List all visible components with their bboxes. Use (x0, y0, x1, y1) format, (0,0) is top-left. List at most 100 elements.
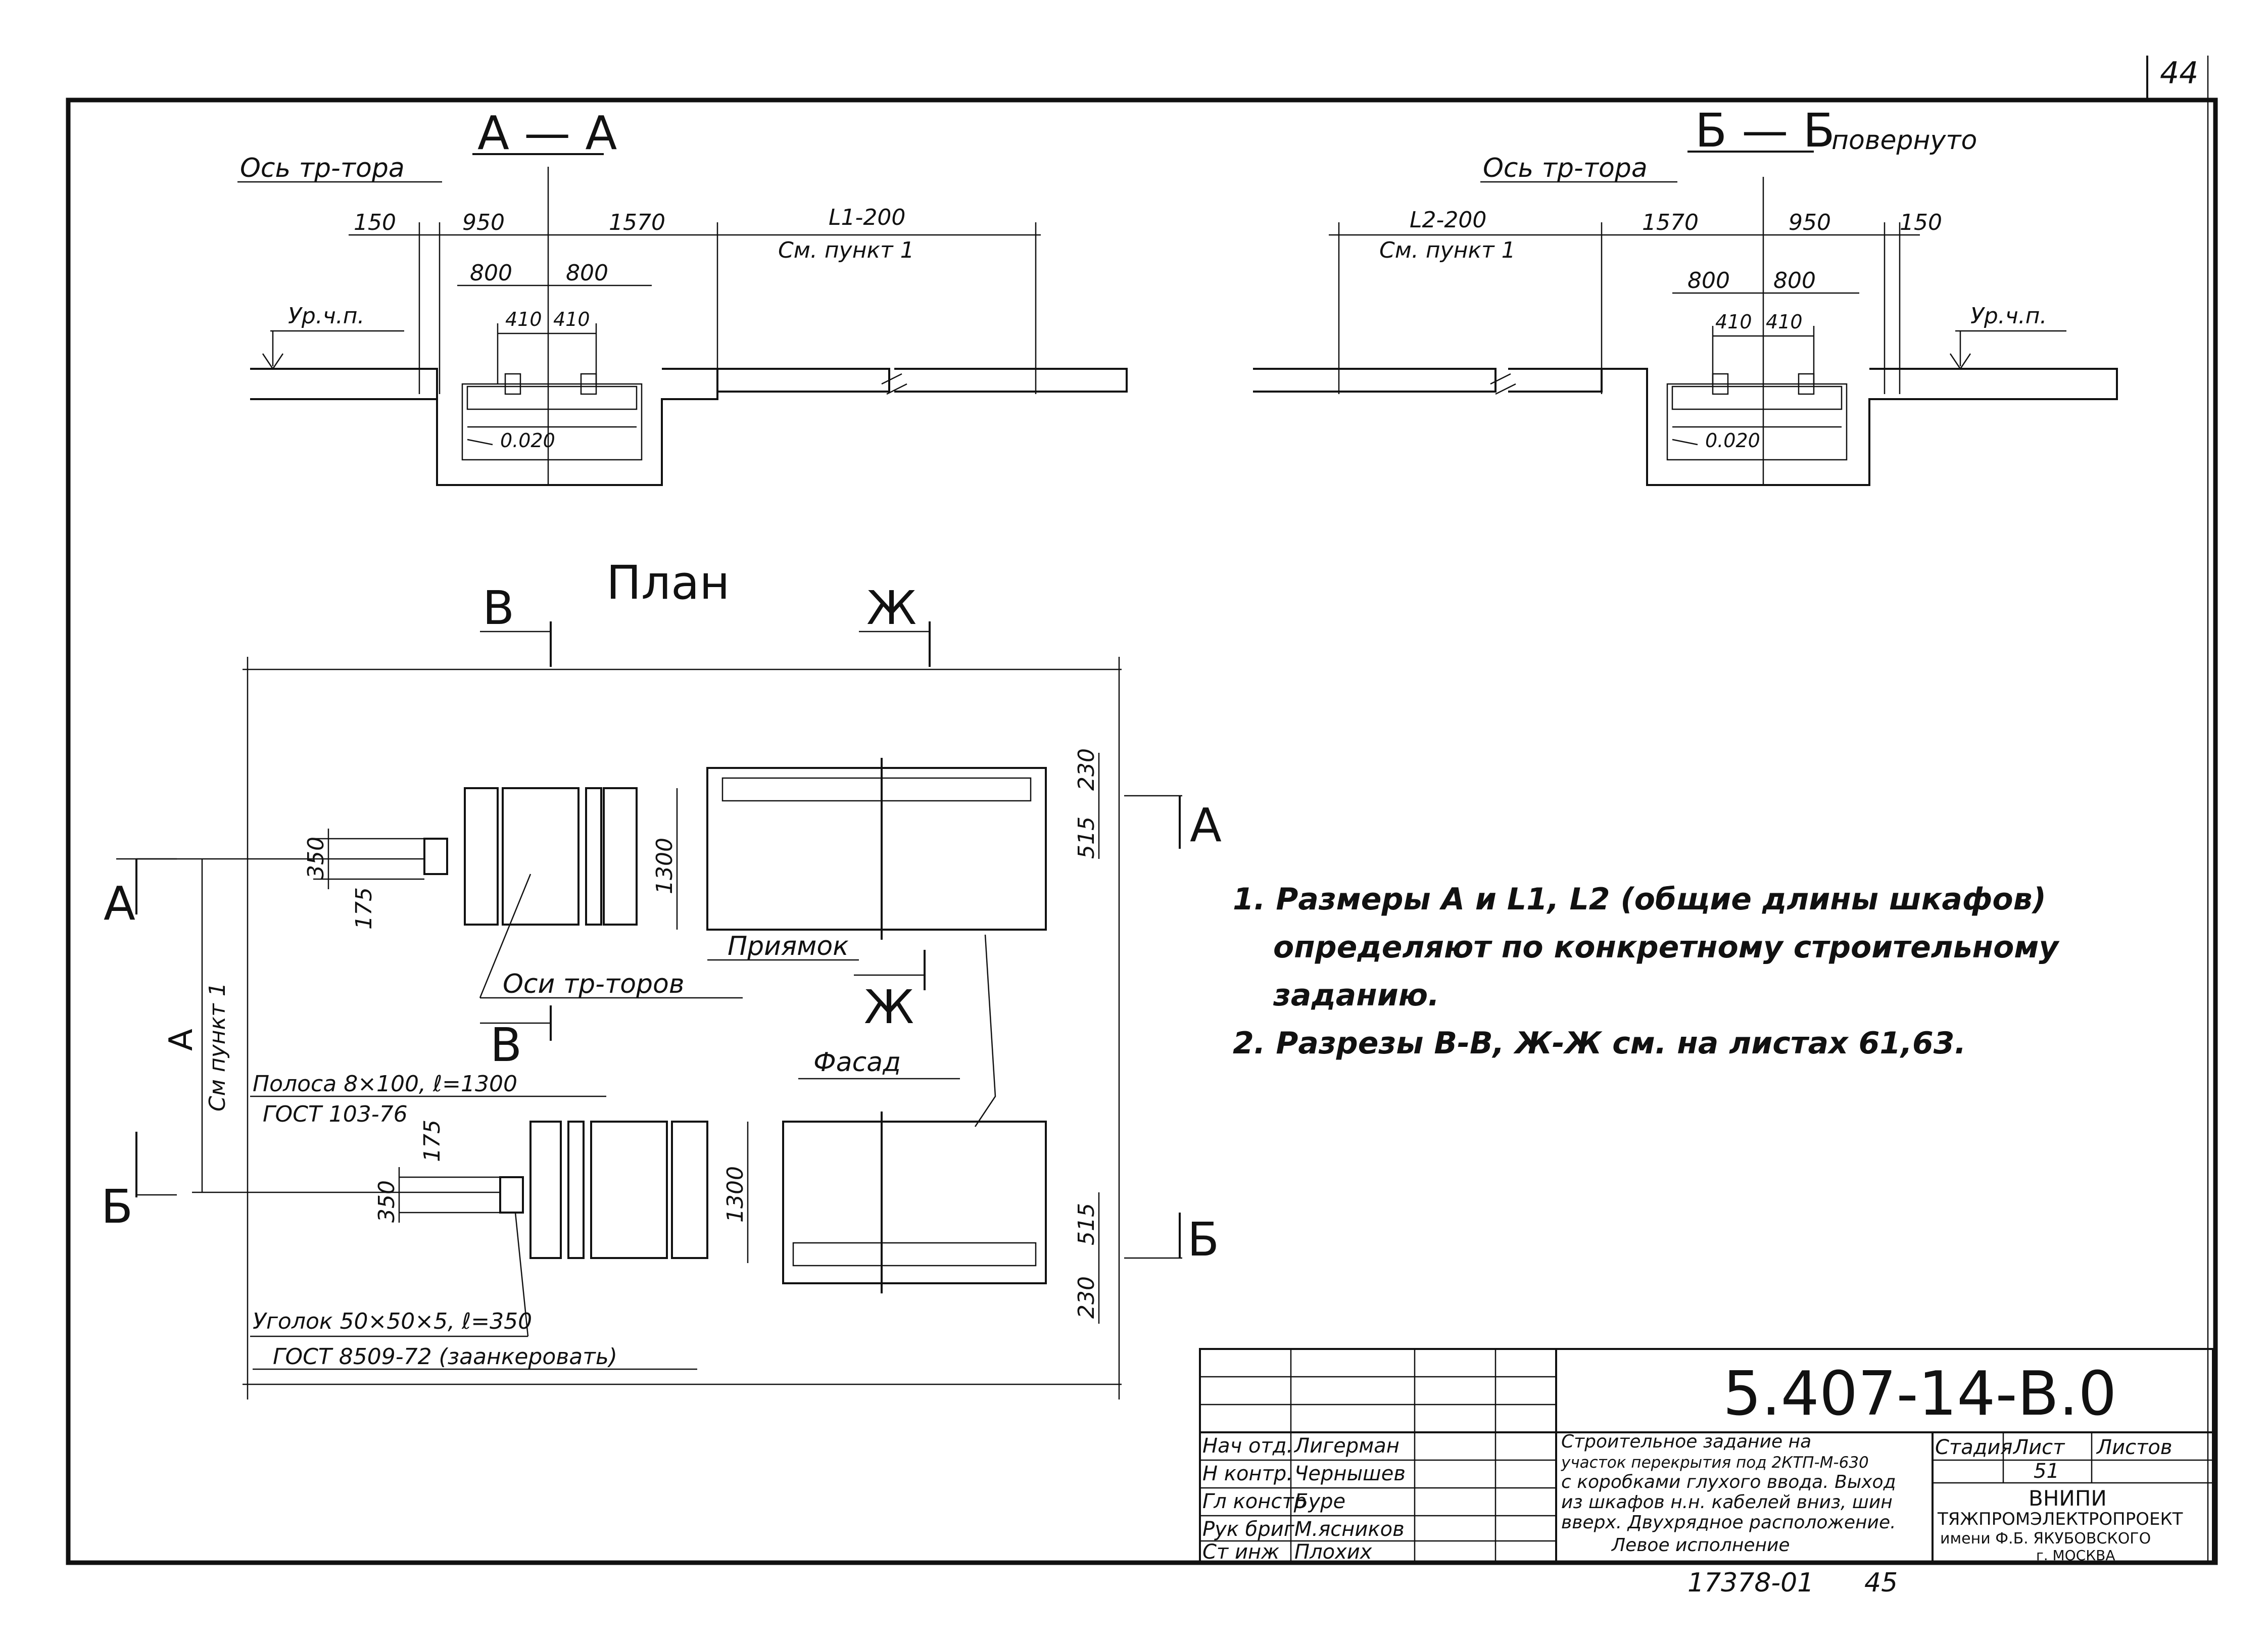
cut-b-right: Б (1187, 1213, 1219, 1267)
transformer-upper (464, 787, 499, 926)
see-note-1: См. пункт 1 (1379, 237, 1516, 263)
name-4: М.ясников (1294, 1518, 1405, 1541)
desc-line-3: с коробками глухого ввода. Выход (1561, 1472, 1896, 1492)
slope-arrow (1672, 439, 1698, 446)
dim-1570: 1570 (609, 210, 665, 235)
note-1-line-2: определяют по конкретному строительному (1273, 930, 2060, 965)
level-label: Ур.ч.п. (1970, 303, 2047, 329)
name-2: Чернышев (1294, 1462, 1406, 1485)
role-5: Ст инж (1202, 1540, 1279, 1564)
archive-page: 45 (1864, 1568, 1898, 1598)
support (504, 373, 521, 395)
dim-410-left: 410 (1715, 311, 1752, 333)
bus-upper (721, 777, 1032, 802)
angle-lower (499, 1176, 524, 1214)
transformer-upper (502, 787, 580, 926)
plan-title: План (606, 556, 730, 610)
pit-inner (1666, 383, 1848, 461)
floor-slab-far (894, 368, 1128, 393)
note-1-line-3: заданию. (1273, 978, 1439, 1013)
role-2: Н контр. (1202, 1462, 1293, 1485)
pit-outline (1602, 368, 2118, 486)
dim-410-right: 410 (1766, 311, 1803, 333)
transformer-lower (590, 1121, 668, 1259)
box-lower (529, 1121, 562, 1259)
section-bb: Б — Б повернуто Ось тр-тора L2-200 1570 … (1253, 104, 2118, 486)
support (1798, 373, 1815, 395)
slope-arrow (467, 439, 493, 446)
support (580, 373, 597, 395)
cut-v-bottom: В (490, 1018, 522, 1072)
angle-label: Уголок 50×50×5, ℓ=350 (253, 1309, 532, 1334)
dim-150: 150 (1900, 210, 1942, 235)
dim-950: 950 (1789, 210, 1831, 235)
dim-175-lower: 175 (419, 1120, 445, 1162)
dim-950: 950 (462, 210, 505, 235)
slope-value: 0.020 (1705, 429, 1760, 452)
desc-line-6: Левое исполнение (1611, 1535, 1790, 1556)
dim-l2-200: L2-200 (1410, 207, 1486, 233)
strip-label: Полоса 8×100, ℓ=1300 (253, 1071, 517, 1097)
doc-code: 5.407-14-В.0 (1723, 1359, 2117, 1429)
cut-a-right: А (1190, 798, 1222, 852)
slope-value: 0.020 (500, 429, 555, 452)
note-2: 2. Разрезы В-В, Ж-Ж см. на листах 61,63. (1233, 1026, 1966, 1061)
desc-line-4: из шкафов н.н. кабелей вниз, шин (1561, 1492, 1893, 1513)
dim-515-upper: 515 (1074, 816, 1099, 859)
org-line-2: ТЯЖПРОМЭЛЕКТРОПРОЕКТ (1937, 1509, 2183, 1529)
gravel-layer (1671, 385, 1843, 410)
cut-b-left: Б (101, 1180, 133, 1234)
dim-230-lower: 230 (1074, 1276, 1099, 1319)
notes: 1. Размеры А и L1, L2 (общие длины шкафо… (1233, 882, 2060, 1061)
archive-number: 17378-01 (1687, 1568, 1814, 1598)
cut-zh-bottom: Ж (864, 980, 914, 1034)
dim-a-note: См пункт 1 (205, 982, 230, 1112)
facade-arrow (974, 934, 996, 1127)
dim-1300-lower: 1300 (722, 1166, 748, 1223)
transformer-lower (671, 1121, 708, 1259)
dim-1570: 1570 (1642, 210, 1699, 235)
desc-line-2: участок перекрытия под 2КТП-М-630 (1561, 1454, 1869, 1472)
dim-230-upper: 230 (1074, 748, 1099, 791)
box-upper (603, 787, 638, 926)
see-note-1: См. пункт 1 (778, 237, 914, 263)
role-4: Рук бриг (1202, 1518, 1295, 1541)
org-line-3: имени Ф.Б. ЯКУБОВСКОГО (1940, 1530, 2151, 1548)
dim-800-right: 800 (566, 260, 608, 286)
name-5: Плохих (1294, 1540, 1372, 1564)
dim-l1-200: L1-200 (829, 205, 905, 230)
title-block: 5.407-14-В.0 Нач отд. Н контр. Гл констр… (1199, 1348, 2214, 1598)
facade-label: Фасад (813, 1047, 901, 1078)
axes-leader (479, 874, 532, 998)
name-3: Буре (1294, 1490, 1345, 1513)
angle-gost: ГОСТ 8509-72 (заанкеровать) (273, 1344, 617, 1370)
desc-line-5: вверх. Двухрядное расположение. (1561, 1512, 1896, 1533)
role-1: Нач отд. (1202, 1434, 1293, 1458)
dim-a: А (163, 1029, 200, 1051)
org-line-4: г. МОСКВА (2036, 1547, 2115, 1564)
dim-800-left: 800 (1687, 268, 1730, 294)
gravel-layer (466, 385, 638, 410)
dim-1300-upper: 1300 (652, 838, 678, 894)
section-aa: А — А Ось тр-тора 150 950 1570 L1-200 См… (237, 106, 1128, 486)
sheets-header: Листов (2096, 1436, 2172, 1459)
cabinet-upper (706, 767, 1047, 931)
floor-slab-right (717, 368, 890, 393)
note-1-line-1: 1. Размеры А и L1, L2 (общие длины шкафо… (1233, 882, 2046, 917)
dim-800-right: 800 (1773, 268, 1816, 294)
break-mark (1490, 373, 1516, 395)
dim-800-left: 800 (470, 260, 512, 286)
angle-upper (423, 838, 448, 875)
sheet-number: 44 (2160, 56, 2198, 91)
section-aa-axis-label: Ось тр-тора (240, 153, 405, 183)
cut-a-left: А (104, 877, 135, 931)
floor-slab-far (1253, 368, 1497, 393)
dim-175-upper: 175 (351, 887, 377, 930)
name-1: Лигерман (1293, 1434, 1400, 1458)
sheet-header: Лист (2012, 1436, 2065, 1459)
role-3: Гл констр (1202, 1490, 1307, 1513)
desc-line-1: Строительное задание на (1561, 1431, 1811, 1452)
cabinet-lower (782, 1121, 1047, 1284)
